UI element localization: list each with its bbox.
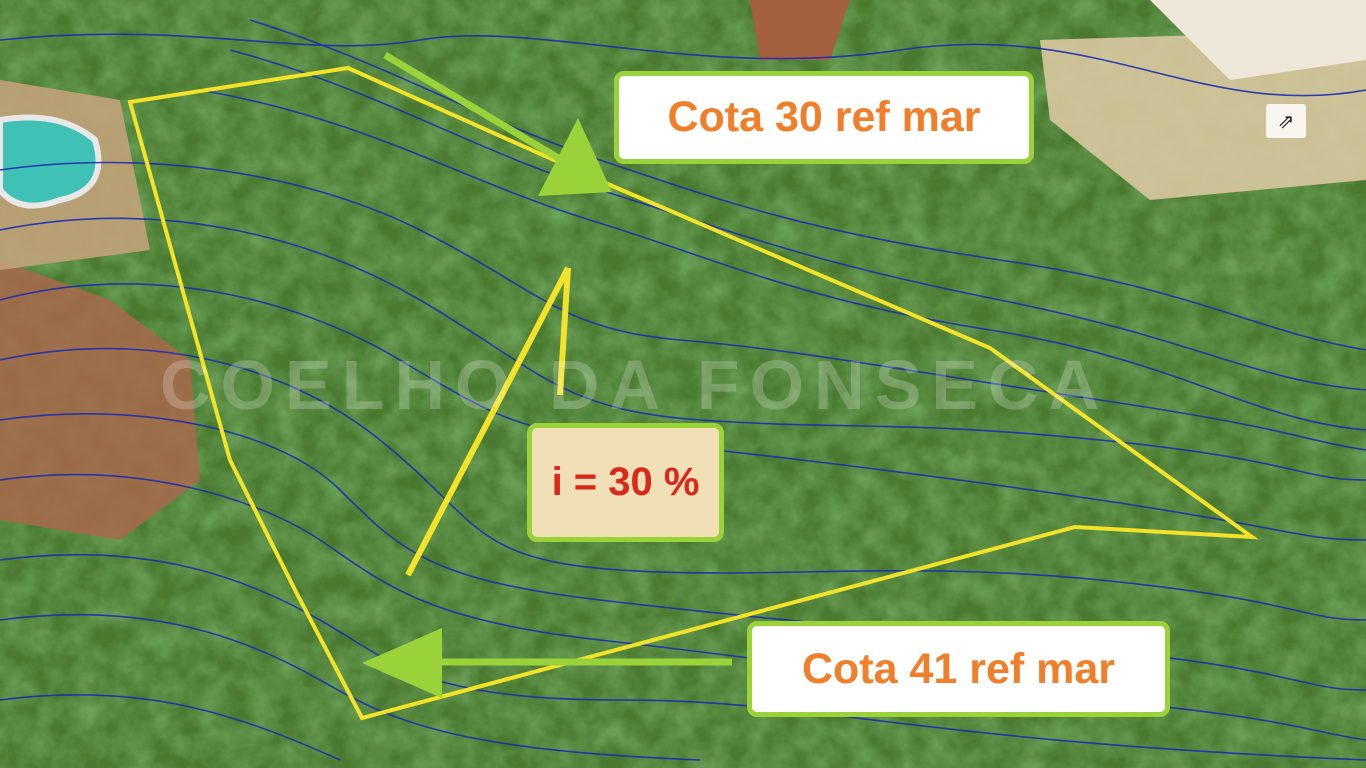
share-icon: ⇗ <box>1277 109 1295 133</box>
roof <box>0 260 200 540</box>
slope-label-text: i = 30 % <box>551 460 700 504</box>
contour-lines <box>0 19 1366 761</box>
slope-label: i = 30 % <box>527 423 724 542</box>
arrow-top-head <box>538 118 612 196</box>
arrow-top-shaft <box>383 51 567 166</box>
share-button[interactable]: ⇗ <box>1266 104 1306 138</box>
roof <box>750 0 850 60</box>
watermark: COELHO DA FONSECA <box>160 346 1110 424</box>
arrow-bottom-head <box>362 628 442 698</box>
property-boundary <box>127 65 1259 721</box>
slope-line <box>557 267 571 396</box>
elevation-label-top: Cota 30 ref mar <box>614 71 1034 164</box>
building <box>1040 30 1366 200</box>
slope-line <box>405 266 571 577</box>
pool <box>0 114 102 209</box>
elevation-label-bottom-text: Cota 41 ref mar <box>801 644 1116 693</box>
building <box>1150 0 1366 80</box>
elevation-label-bottom: Cota 41 ref mar <box>747 621 1170 717</box>
elevation-label-top-text: Cota 30 ref mar <box>667 93 981 141</box>
